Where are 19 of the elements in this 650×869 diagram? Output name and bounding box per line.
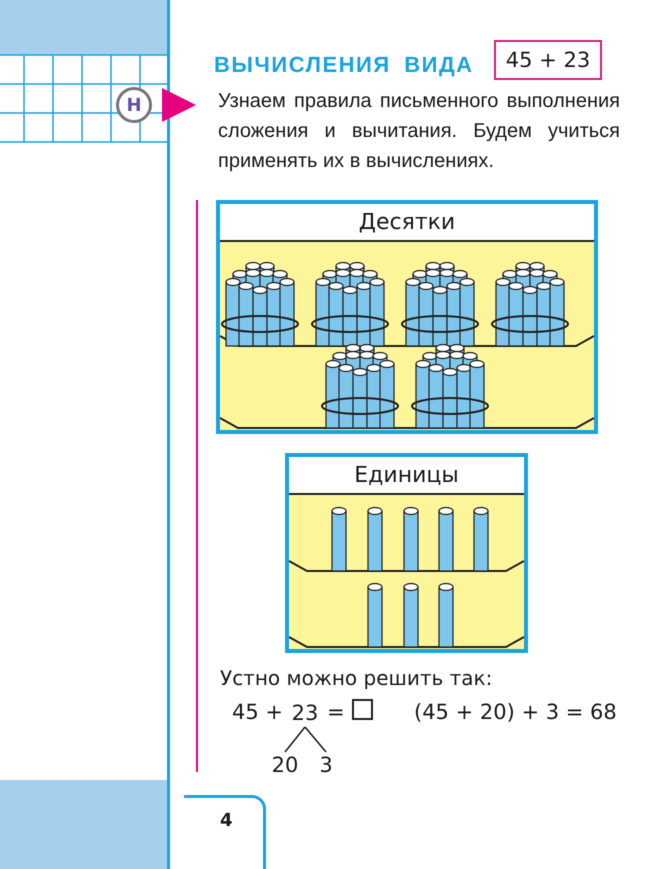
page-number: 4 xyxy=(184,795,266,869)
panel-heading: Десятки xyxy=(220,204,594,242)
number: 23 xyxy=(288,700,322,726)
number: 20 xyxy=(270,752,300,778)
answer-box xyxy=(352,699,373,720)
expression-box: 45 + 23 xyxy=(494,40,602,80)
instruction-text: Устно можно решить так: xyxy=(220,666,492,690)
connector-line xyxy=(284,726,306,752)
equals-sign: = xyxy=(327,700,345,724)
number: 3 xyxy=(318,752,334,778)
expression-text: 45 + xyxy=(232,700,283,724)
tens-panel xyxy=(216,200,598,434)
title: ВЫЧИСЛЕНИЯ ВИДА xyxy=(214,52,474,78)
units-panel xyxy=(285,453,528,653)
badge-circle: Н xyxy=(116,87,152,123)
panel-heading: Единицы xyxy=(289,457,524,495)
intro-paragraph: Узнаем правила письменного выполнения сложения и вычитания. Будем учиться применять их в вычислениях. xyxy=(218,89,620,174)
connector-line xyxy=(304,726,327,753)
expression-text: (45 + 20) + 3 = 68 xyxy=(414,700,617,724)
